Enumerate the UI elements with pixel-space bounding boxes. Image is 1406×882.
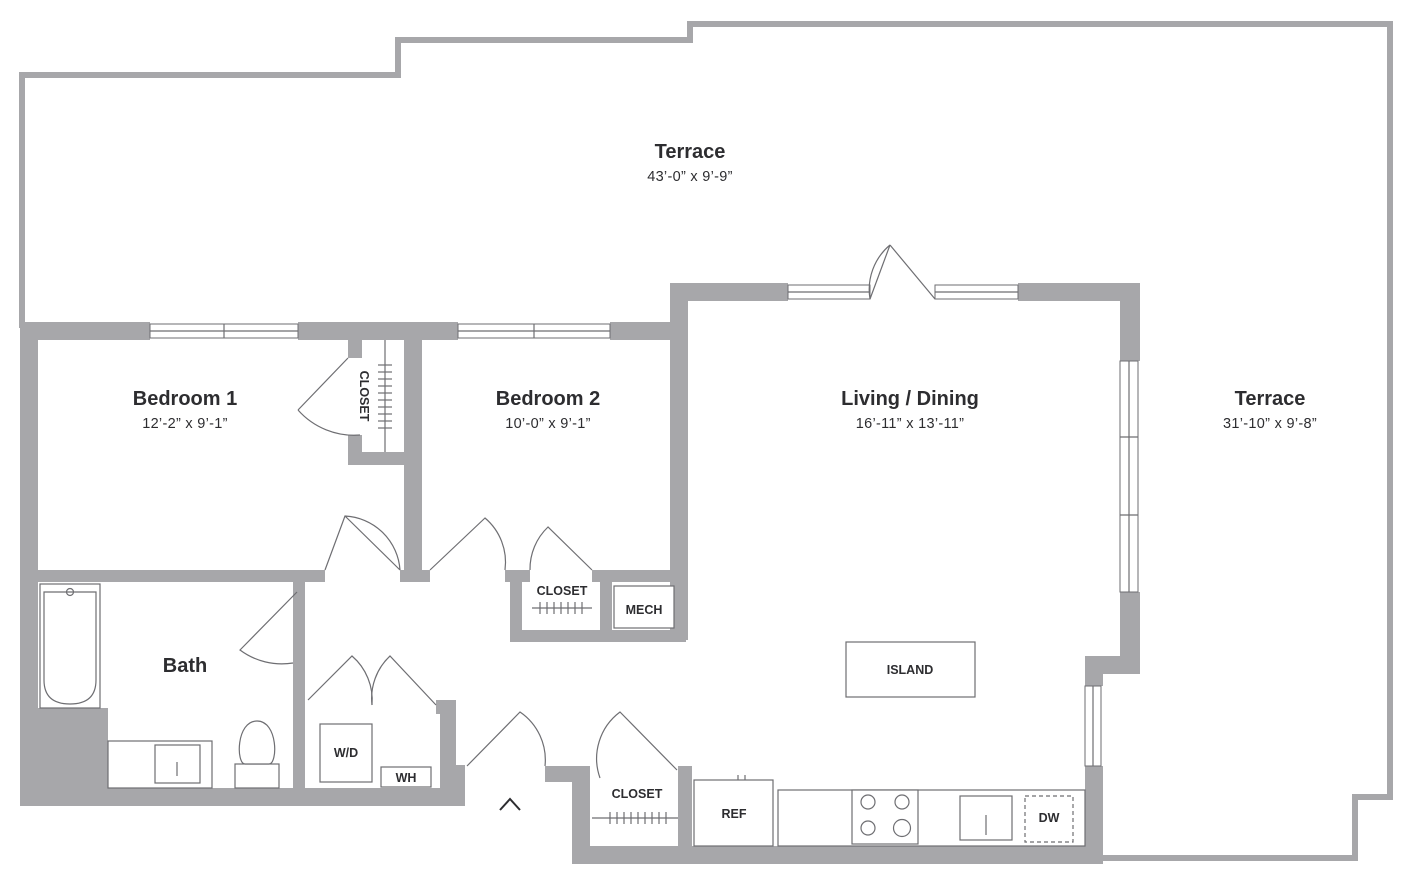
bedroom1-closet-label: CLOSET (357, 371, 371, 422)
burner-icon (894, 794, 910, 810)
bedroom1-name: Bedroom 1 (133, 388, 237, 410)
toilet-tank (234, 763, 280, 789)
bath-fixtures (39, 583, 280, 789)
dishwasher (1024, 795, 1074, 843)
mech-label: MECH (626, 603, 663, 617)
kitchen: REF DW (693, 775, 1086, 847)
burner-icon (892, 818, 912, 838)
washer-dryer-label: W/D (334, 746, 358, 760)
entry-arrow-icon (499, 797, 521, 811)
water-heater-label: WH (396, 771, 417, 785)
refrigerator-label: REF (722, 807, 747, 821)
water-heater (380, 766, 432, 788)
tub-drain-icon (65, 587, 75, 597)
interior-walls (20, 338, 686, 806)
bedroom2-closet: CLOSET (532, 584, 592, 614)
terrace-top-name: Terrace (655, 141, 726, 163)
terrace-outline (19, 21, 1393, 861)
burner-icon (860, 820, 876, 836)
living-dining-dims: 16’-11” x 13’-11” (856, 416, 965, 432)
bedroom2-closet-label: CLOSET (537, 584, 588, 598)
burner-icon (860, 794, 876, 810)
refrigerator (693, 779, 774, 847)
toilet-icon (238, 720, 276, 765)
terrace-right-dims: 31’-10” x 9’-8” (1223, 416, 1317, 432)
windows (149, 284, 1139, 767)
washer-dryer (319, 723, 373, 783)
terrace-right-name: Terrace (1235, 388, 1306, 410)
bath-name: Bath (163, 655, 207, 677)
mech-unit (613, 585, 675, 629)
bathtub (39, 583, 101, 709)
doors (239, 244, 936, 779)
bedroom1-closet: CLOSET (357, 340, 392, 452)
island-label: ISLAND (887, 663, 934, 677)
bedroom1-dims: 12’-2” x 9’-1” (142, 416, 228, 432)
bedroom2-dims: 10’-0” x 9’-1” (505, 416, 591, 432)
terrace-top-dims: 43’-0” x 9’-9” (647, 169, 733, 185)
bedroom2-name: Bedroom 2 (496, 388, 600, 410)
exterior-walls (20, 283, 1140, 864)
entry-closet: CLOSET (592, 766, 692, 846)
dishwasher-label: DW (1039, 811, 1060, 825)
kitchen-island (845, 641, 976, 698)
living-dining-name: Living / Dining (841, 388, 979, 410)
entry-closet-label: CLOSET (612, 787, 663, 801)
